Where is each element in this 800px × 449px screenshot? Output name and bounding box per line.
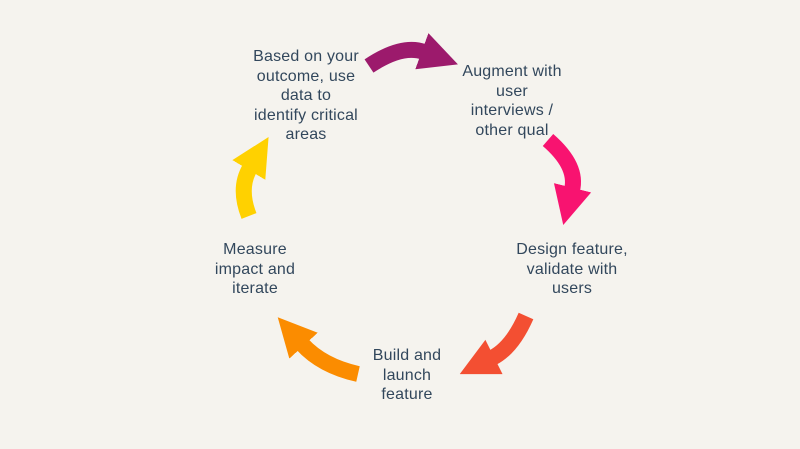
cycle-arrow-left <box>232 137 269 219</box>
cycle-step-augment-qual: Augment with user interviews / other qua… <box>462 63 562 139</box>
cycle-arrow-bottom-right <box>459 312 534 375</box>
cycle-step-analyze-data: Based on your outcome, use data to ident… <box>253 48 359 143</box>
cycle-arrow-top <box>364 33 458 73</box>
cycle-arrow-right <box>542 133 592 226</box>
cycle-step-measure-iterate: Measure impact and iterate <box>214 241 296 297</box>
cycle-step-build-launch: Build and launch feature <box>372 347 442 403</box>
cycle-arrow-bottom-left <box>277 317 360 382</box>
cycle-step-design-validate: Design feature, validate with users <box>516 241 628 297</box>
